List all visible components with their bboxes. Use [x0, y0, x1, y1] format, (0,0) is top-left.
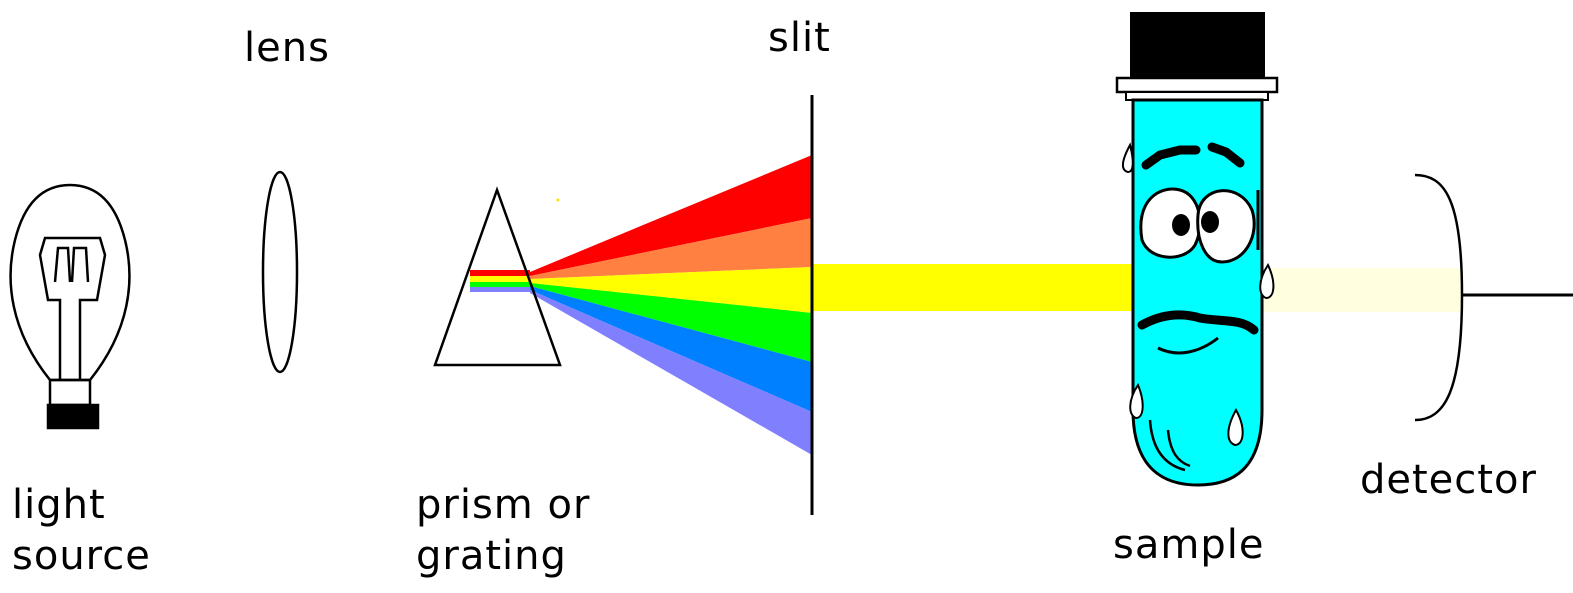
light-source-label-line2: source: [12, 533, 151, 580]
selected-beam: [812, 264, 1137, 311]
slit-label: slit: [768, 15, 831, 61]
prism-icon: [433, 186, 562, 367]
light-bulb-icon: [9, 183, 131, 430]
dispersed-spectrum: [470, 155, 812, 455]
detector-icon: [1414, 173, 1573, 422]
detector-label: detector: [1360, 457, 1537, 503]
prism-label: prism or grating: [416, 480, 590, 582]
light-source-label: light source: [12, 480, 151, 582]
prism-label-line2: grating: [416, 533, 567, 580]
light-source-label-line1: light: [12, 482, 106, 528]
prism-label-line1: prism or: [416, 482, 591, 528]
yellow-band: [530, 267, 812, 313]
test-tube-character-icon: [1115, 12, 1279, 487]
transmitted-beam: [1262, 268, 1462, 312]
lens-label: lens: [244, 25, 330, 71]
red-band: [530, 155, 812, 276]
sample-label: sample: [1113, 522, 1265, 568]
violet-band: [530, 290, 812, 455]
orange-band: [530, 218, 812, 279]
green-band: [530, 283, 812, 362]
blue-band: [530, 286, 812, 412]
lens-icon: [261, 170, 299, 374]
